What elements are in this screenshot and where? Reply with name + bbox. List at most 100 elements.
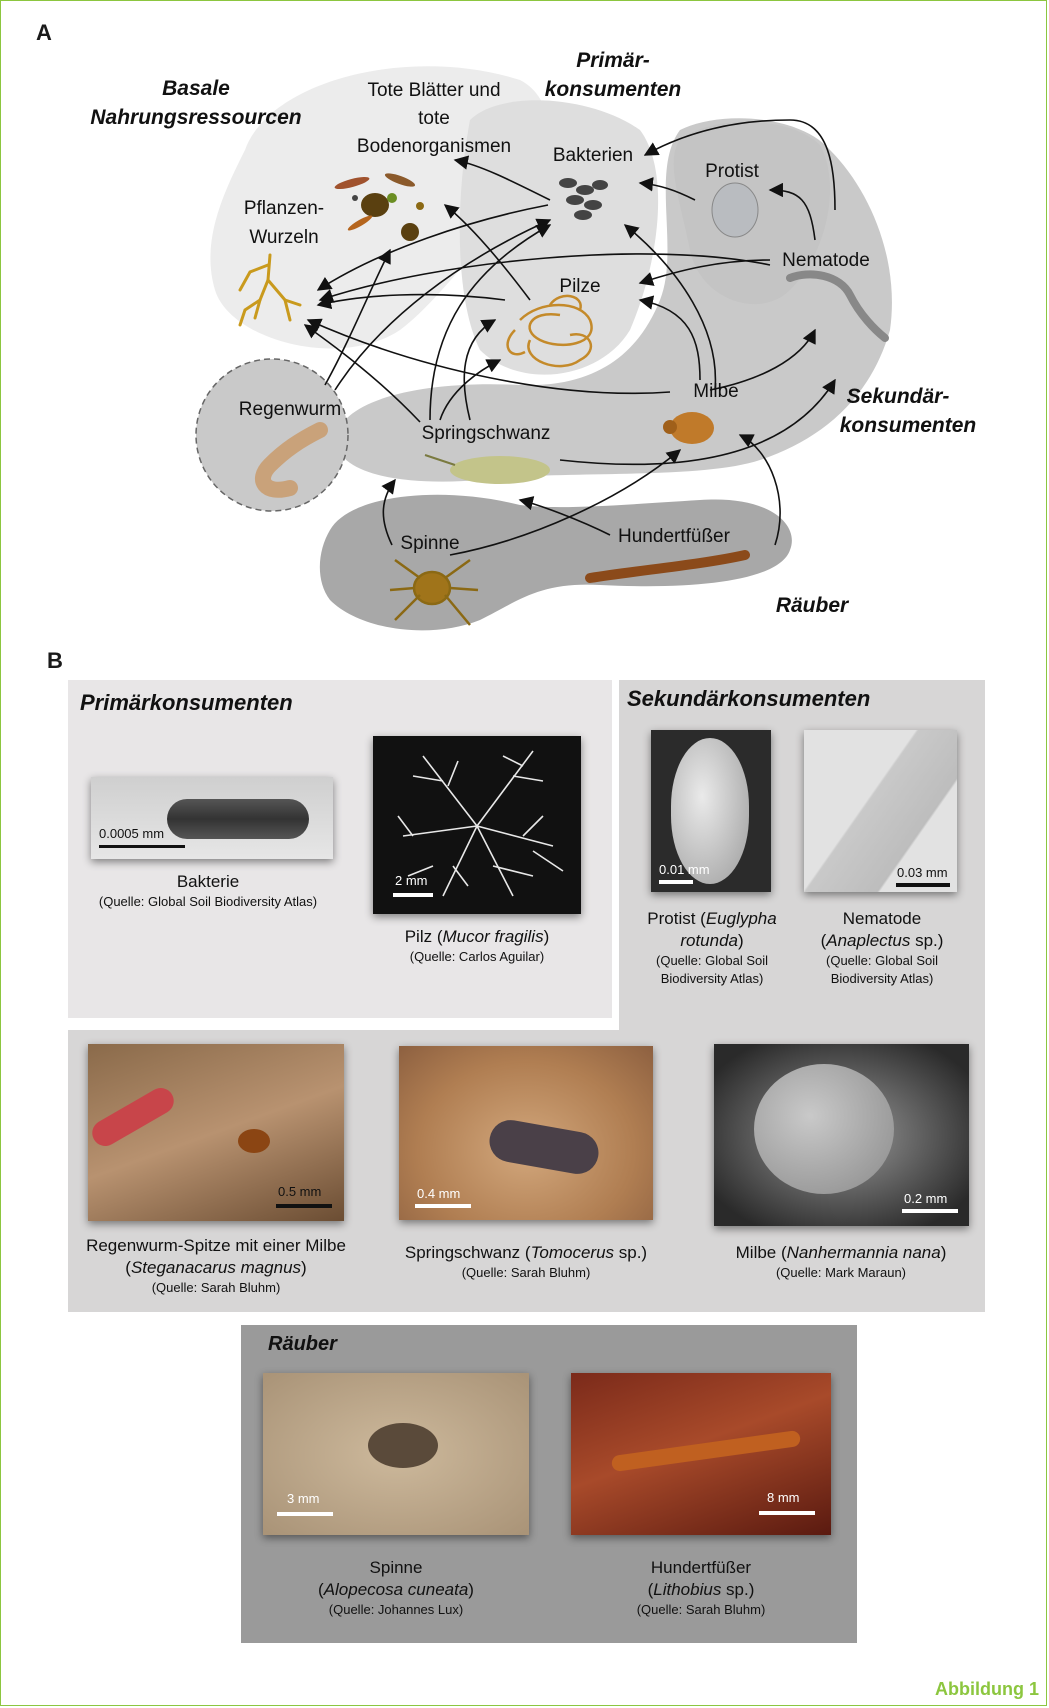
nematode-caption: Nematode (Anaplectus sp.) (Quelle: Globa… bbox=[787, 908, 977, 988]
secondary-consumers-box-bottom: 0.5 mm Regenwurm-Spitze mit einer Milbe … bbox=[68, 1030, 985, 1312]
protist-photo: 0.01 mm bbox=[651, 730, 771, 892]
protist-source-1: (Quelle: Global Soil bbox=[619, 952, 805, 970]
fungus-scale-label: 2 mm bbox=[395, 873, 428, 888]
node-nematode: Nematode bbox=[782, 250, 870, 271]
mite-body bbox=[754, 1064, 894, 1194]
earthworm-body bbox=[88, 1083, 178, 1151]
spider-scale-label: 3 mm bbox=[287, 1491, 320, 1506]
label-basal-l2: Nahrungsressourcen bbox=[90, 106, 301, 129]
node-bacteria: Bakterien bbox=[553, 145, 633, 166]
earthworm-caption: Regenwurm-Spitze mit einer Milbe (Stegan… bbox=[68, 1235, 364, 1297]
bacteria-source: (Quelle: Global Soil Biodiversity Atlas) bbox=[73, 893, 343, 911]
earthworm-source: (Quelle: Sarah Bluhm) bbox=[68, 1279, 364, 1297]
centipede-name-sci: Lithobius bbox=[653, 1580, 721, 1599]
springtail-photo: 0.4 mm bbox=[399, 1046, 653, 1220]
nematode-source-2: Biodiversity Atlas) bbox=[787, 970, 977, 988]
protist-name-sci2: rotunda bbox=[680, 931, 738, 950]
bacteria-name: Bakterie bbox=[177, 872, 239, 891]
node-fungi: Pilze bbox=[559, 276, 600, 297]
nematode-scale-bar bbox=[896, 883, 950, 887]
predators-box-title: Räuber bbox=[268, 1333, 337, 1356]
label-secondary-l1: Sekundär- bbox=[847, 385, 950, 408]
spider-scale-bar bbox=[277, 1512, 333, 1516]
fungus-caption: Pilz (Mucor fragilis) (Quelle: Carlos Ag… bbox=[343, 926, 611, 966]
node-mite: Milbe bbox=[693, 381, 738, 402]
spider-name-post: ) bbox=[468, 1580, 474, 1599]
predators-box: Räuber 3 mm Spinne (Alopecosa cuneata) (… bbox=[241, 1325, 857, 1643]
bacteria-photo: 0.0005 mm bbox=[91, 777, 333, 859]
primary-consumers-box: Primärkonsumenten 0.0005 mm Bakterie (Qu… bbox=[68, 680, 612, 1018]
spider-name: Spinne bbox=[370, 1558, 423, 1577]
panel-label-b: B bbox=[47, 648, 63, 674]
label-secondary-l2: konsumenten bbox=[840, 414, 977, 437]
earthworm-scale-label: 0.5 mm bbox=[278, 1184, 321, 1199]
nematode-name: Nematode bbox=[843, 909, 921, 928]
protist-caption: Protist (Euglypha rotunda) (Quelle: Glob… bbox=[619, 908, 805, 988]
bacteria-scale-bar bbox=[99, 845, 185, 848]
figure-number: Abbildung 1 bbox=[935, 1679, 1039, 1700]
fungus-name-pre: Pilz ( bbox=[405, 927, 443, 946]
springtail-name-sci: Tomocerus bbox=[531, 1243, 614, 1262]
fungus-name-post: ) bbox=[544, 927, 550, 946]
bacterium-cell bbox=[167, 799, 309, 839]
springtail-scale-label: 0.4 mm bbox=[417, 1186, 460, 1201]
protist-icon bbox=[712, 183, 758, 237]
primary-box-title: Primärkonsumenten bbox=[80, 690, 293, 716]
mite-name-sci: Nanhermannia nana bbox=[787, 1243, 941, 1262]
spider-caption: Spinne (Alopecosa cuneata) (Quelle: Joha… bbox=[251, 1557, 541, 1619]
label-predators: Räuber bbox=[776, 594, 850, 617]
node-dead-l2: tote bbox=[418, 108, 450, 129]
node-dead-l1: Tote Blätter und bbox=[367, 80, 500, 101]
centipede-source: (Quelle: Sarah Bluhm) bbox=[556, 1601, 846, 1619]
bacteria-caption: Bakterie (Quelle: Global Soil Biodiversi… bbox=[73, 871, 343, 911]
nematode-source-1: (Quelle: Global Soil bbox=[787, 952, 977, 970]
springtail-name-post: sp.) bbox=[614, 1243, 647, 1262]
centipede-name-post: sp.) bbox=[721, 1580, 754, 1599]
node-springtail: Springschwanz bbox=[422, 423, 551, 444]
fungus-source: (Quelle: Carlos Aguilar) bbox=[343, 948, 611, 966]
protist-scale-label: 0.01 mm bbox=[659, 862, 710, 877]
protist-name-sci1: Euglypha bbox=[706, 909, 777, 928]
label-primary-l2: konsumenten bbox=[545, 78, 682, 101]
mite-scale-bar bbox=[902, 1209, 958, 1213]
label-primary-l1: Primär- bbox=[576, 49, 650, 72]
protist-source-2: Biodiversity Atlas) bbox=[619, 970, 805, 988]
earthworm-name: Regenwurm-Spitze mit einer Milbe bbox=[86, 1236, 346, 1255]
earthworm-scale-bar bbox=[276, 1204, 332, 1208]
mite-photo: 0.2 mm bbox=[714, 1044, 969, 1226]
mite-name-pre: Milbe ( bbox=[736, 1243, 787, 1262]
earthworm-name-post: ) bbox=[301, 1258, 307, 1277]
mite-scale-label: 0.2 mm bbox=[904, 1191, 947, 1206]
nematode-name-post: sp.) bbox=[910, 931, 943, 950]
node-dead-l3: Bodenorganismen bbox=[357, 136, 511, 157]
mite-name-post: ) bbox=[941, 1243, 947, 1262]
nematode-name-sci: Anaplectus bbox=[826, 931, 910, 950]
protist-name-post: ) bbox=[738, 931, 744, 950]
earthworm-photo: 0.5 mm bbox=[88, 1044, 344, 1221]
node-spider: Spinne bbox=[400, 533, 459, 554]
spider-body bbox=[368, 1423, 438, 1468]
secondary-consumers-box-top: Sekundärkonsumenten 0.01 mm Protist (Eug… bbox=[619, 680, 985, 1030]
fungus-scale-bar bbox=[393, 893, 433, 897]
mite-on-worm bbox=[238, 1129, 270, 1153]
springtail-source: (Quelle: Sarah Bluhm) bbox=[378, 1264, 674, 1282]
nematode-photo: 0.03 mm bbox=[804, 730, 957, 892]
centipede-scale-label: 8 mm bbox=[767, 1490, 800, 1505]
node-earthworm: Regenwurm bbox=[239, 399, 341, 420]
food-web-diagram: Basale Nahrungsressourcen Primär- konsum… bbox=[0, 0, 1049, 660]
bacteria-scale-label: 0.0005 mm bbox=[99, 826, 164, 841]
springtail-scale-bar bbox=[415, 1204, 471, 1208]
centipede-body bbox=[611, 1430, 801, 1472]
spider-name-sci: Alopecosa cuneata bbox=[324, 1580, 469, 1599]
centipede-scale-bar bbox=[759, 1511, 815, 1515]
springtail-name-pre: Springschwanz ( bbox=[405, 1243, 531, 1262]
spider-photo: 3 mm bbox=[263, 1373, 529, 1535]
springtail-caption: Springschwanz (Tomocerus sp.) (Quelle: S… bbox=[378, 1242, 674, 1282]
earthworm-name-sci: Steganacarus magnus bbox=[131, 1258, 301, 1277]
spider-source: (Quelle: Johannes Lux) bbox=[251, 1601, 541, 1619]
mite-caption: Milbe (Nanhermannia nana) (Quelle: Mark … bbox=[693, 1242, 989, 1282]
node-centipede: Hundertfüßer bbox=[618, 526, 731, 547]
node-protist: Protist bbox=[705, 161, 760, 182]
fungus-photo: 2 mm bbox=[373, 736, 581, 914]
springtail-body bbox=[486, 1117, 602, 1177]
